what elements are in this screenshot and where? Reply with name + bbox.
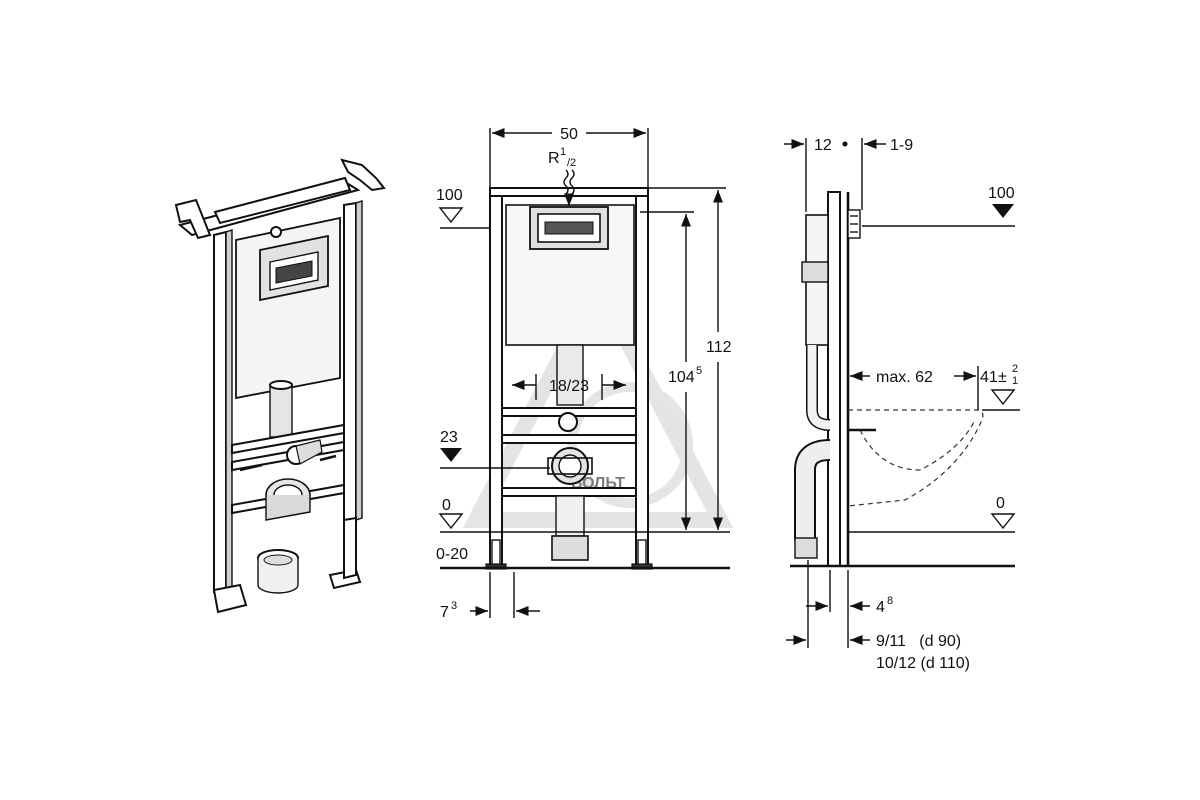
level-marker-100-side	[992, 204, 1014, 218]
label-height-104-sup: 5	[696, 365, 702, 377]
label-height-112: 112	[706, 339, 732, 356]
front-column-right	[635, 195, 649, 567]
label-bowl-height: 41	[980, 369, 998, 386]
isometric-frame-view	[174, 158, 386, 614]
label-bowl-projection: max. 62	[876, 369, 933, 386]
label-connection-r: R	[548, 150, 560, 167]
iso-column-left	[213, 230, 227, 594]
side-frame-column	[827, 191, 841, 567]
label-foot-offset: 7	[440, 604, 449, 621]
front-column-left	[489, 195, 503, 567]
label-connection-sub: /2	[567, 157, 576, 169]
label-level-23: 23	[440, 429, 458, 446]
front-crossbar-2	[501, 487, 637, 497]
watermark-gear	[567, 382, 693, 508]
label-bowl-height-tol: ±	[998, 369, 1007, 386]
level-marker-41	[990, 389, 1016, 406]
label-height-104: 104	[668, 369, 695, 386]
label-width-50: 50	[560, 126, 578, 143]
label-depth-adjust: 1-9	[890, 137, 913, 154]
iso-bracket-left	[174, 198, 212, 240]
label-connection-sup: 1	[560, 146, 566, 158]
label-foot-offset-sup: 3	[451, 600, 457, 612]
level-marker-100-front	[438, 207, 464, 224]
level-marker-0-side	[990, 513, 1016, 530]
front-flush-pipe	[556, 344, 584, 406]
label-floor-range: 0-20	[436, 546, 468, 563]
label-bowl-height-tol-top: 2	[1012, 363, 1018, 375]
iso-bracket-right	[340, 158, 386, 192]
label-level-100-side: 100	[988, 185, 1015, 202]
label-bowl-height-tol-bottom: 1	[1012, 375, 1018, 387]
label-pipe-offset-110: 10/12 (d 110)	[876, 655, 970, 672]
label-wall-offset: 4	[876, 599, 885, 616]
side-view: 100 0 12 1-9 max. 62 41 ± 2 1 4 8 9/11	[784, 137, 1020, 672]
label-level-0-side: 0	[996, 495, 1005, 512]
label-level-0-front: 0	[442, 497, 451, 514]
watermark-triangle	[462, 267, 734, 528]
label-pipe-offset-90: 9/11 (d 90)	[876, 633, 961, 650]
iso-foot-left	[212, 583, 248, 614]
label-depth-12: 12	[814, 137, 832, 154]
label-drain-spacing: 18/23	[549, 378, 589, 395]
label-wall-offset-sup: 8	[887, 595, 893, 607]
level-marker-23	[440, 448, 462, 462]
level-marker-0-front	[438, 513, 464, 530]
side-drain-outlet	[794, 537, 818, 559]
front-water-inlet	[558, 412, 578, 432]
iso-crossbar-1	[231, 423, 345, 455]
side-bowl-outline	[847, 409, 984, 507]
iso-flush-pipe	[269, 384, 293, 438]
label-level-100-front: 100	[436, 187, 463, 204]
iso-column-right	[343, 201, 357, 524]
front-top-rail	[489, 187, 649, 197]
front-view: 100 23 0 0-20 50 R 1 /2 112 104 5 18/23	[436, 126, 732, 621]
